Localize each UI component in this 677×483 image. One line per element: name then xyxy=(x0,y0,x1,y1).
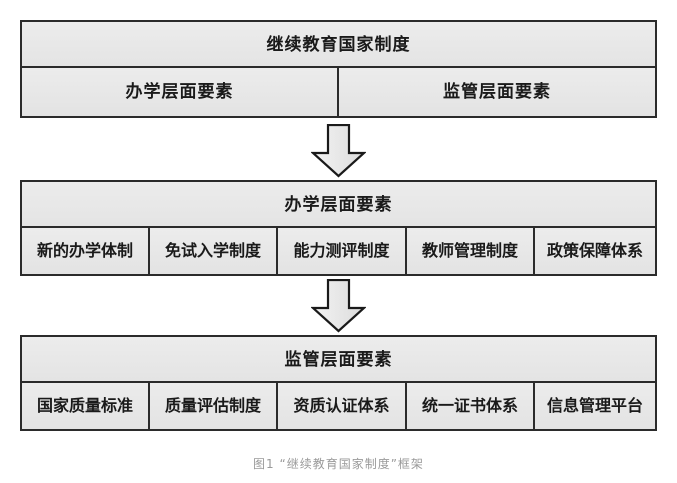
cell-quality-evaluation-system: 质量评估制度 xyxy=(150,383,278,429)
block-mid-row: 新的办学体制 免试入学制度 能力测评制度 教师管理制度 政策保障体系 xyxy=(22,228,655,274)
cell-qualification-certification: 资质认证体系 xyxy=(278,383,407,429)
block-top-header: 继续教育国家制度 xyxy=(22,22,655,68)
cell-national-quality-standard: 国家质量标准 xyxy=(22,383,150,429)
block-bottom-header: 监管层面要素 xyxy=(22,337,655,383)
block-national-system: 继续教育国家制度 办学层面要素 监管层面要素 xyxy=(20,20,657,118)
block-school-level-factors: 办学层面要素 新的办学体制 免试入学制度 能力测评制度 教师管理制度 政策保障体… xyxy=(20,180,657,276)
cell-exam-free-admission: 免试入学制度 xyxy=(150,228,278,274)
cell-information-management-platform: 信息管理平台 xyxy=(546,396,643,415)
cell-policy-guarantee: 政策保障体系 xyxy=(546,241,643,260)
cell-school-level-factors: 办学层面要素 xyxy=(22,68,339,116)
block-bottom-row: 国家质量标准 质量评估制度 资质认证体系 统一证书体系 信息管理平台 xyxy=(22,383,655,429)
cell-ability-assessment: 能力测评制度 xyxy=(278,228,407,274)
block-top-row: 办学层面要素 监管层面要素 xyxy=(22,68,655,116)
cell-teacher-management: 教师管理制度 xyxy=(407,228,535,274)
cell-unified-certificate-system: 统一证书体系 xyxy=(407,383,535,429)
cell-supervision-level-factors: 监管层面要素 xyxy=(443,82,551,102)
down-arrow-icon-1 xyxy=(310,123,367,178)
cell-new-school-system: 新的办学体制 xyxy=(22,228,150,274)
down-arrow-icon-2 xyxy=(310,278,367,333)
block-supervision-level-factors: 监管层面要素 国家质量标准 质量评估制度 资质认证体系 统一证书体系 信息管理平… xyxy=(20,335,657,431)
block-mid-header: 办学层面要素 xyxy=(22,182,655,228)
figure-caption: 图1 “继续教育国家制度”框架 xyxy=(253,457,424,471)
